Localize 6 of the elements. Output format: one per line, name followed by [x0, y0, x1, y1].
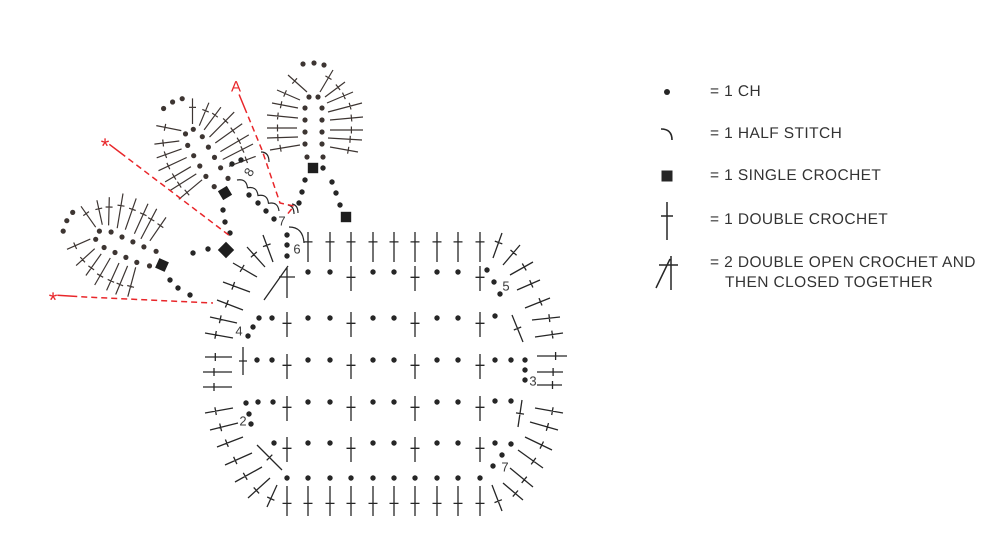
marker-label: *: [48, 290, 58, 300]
legend-text: = 1 HALF STITCH: [710, 124, 844, 144]
legend-text: = 1 SINGLE CROCHET: [710, 166, 882, 186]
legend-text: = 1 CH: [710, 82, 762, 102]
legend-text: = 2 DOUBLE OPEN CROCHET AND THEN CLOSED TOGETHER: [710, 253, 977, 293]
legend-text: = 1 DOUBLE CROCHET: [710, 210, 890, 230]
